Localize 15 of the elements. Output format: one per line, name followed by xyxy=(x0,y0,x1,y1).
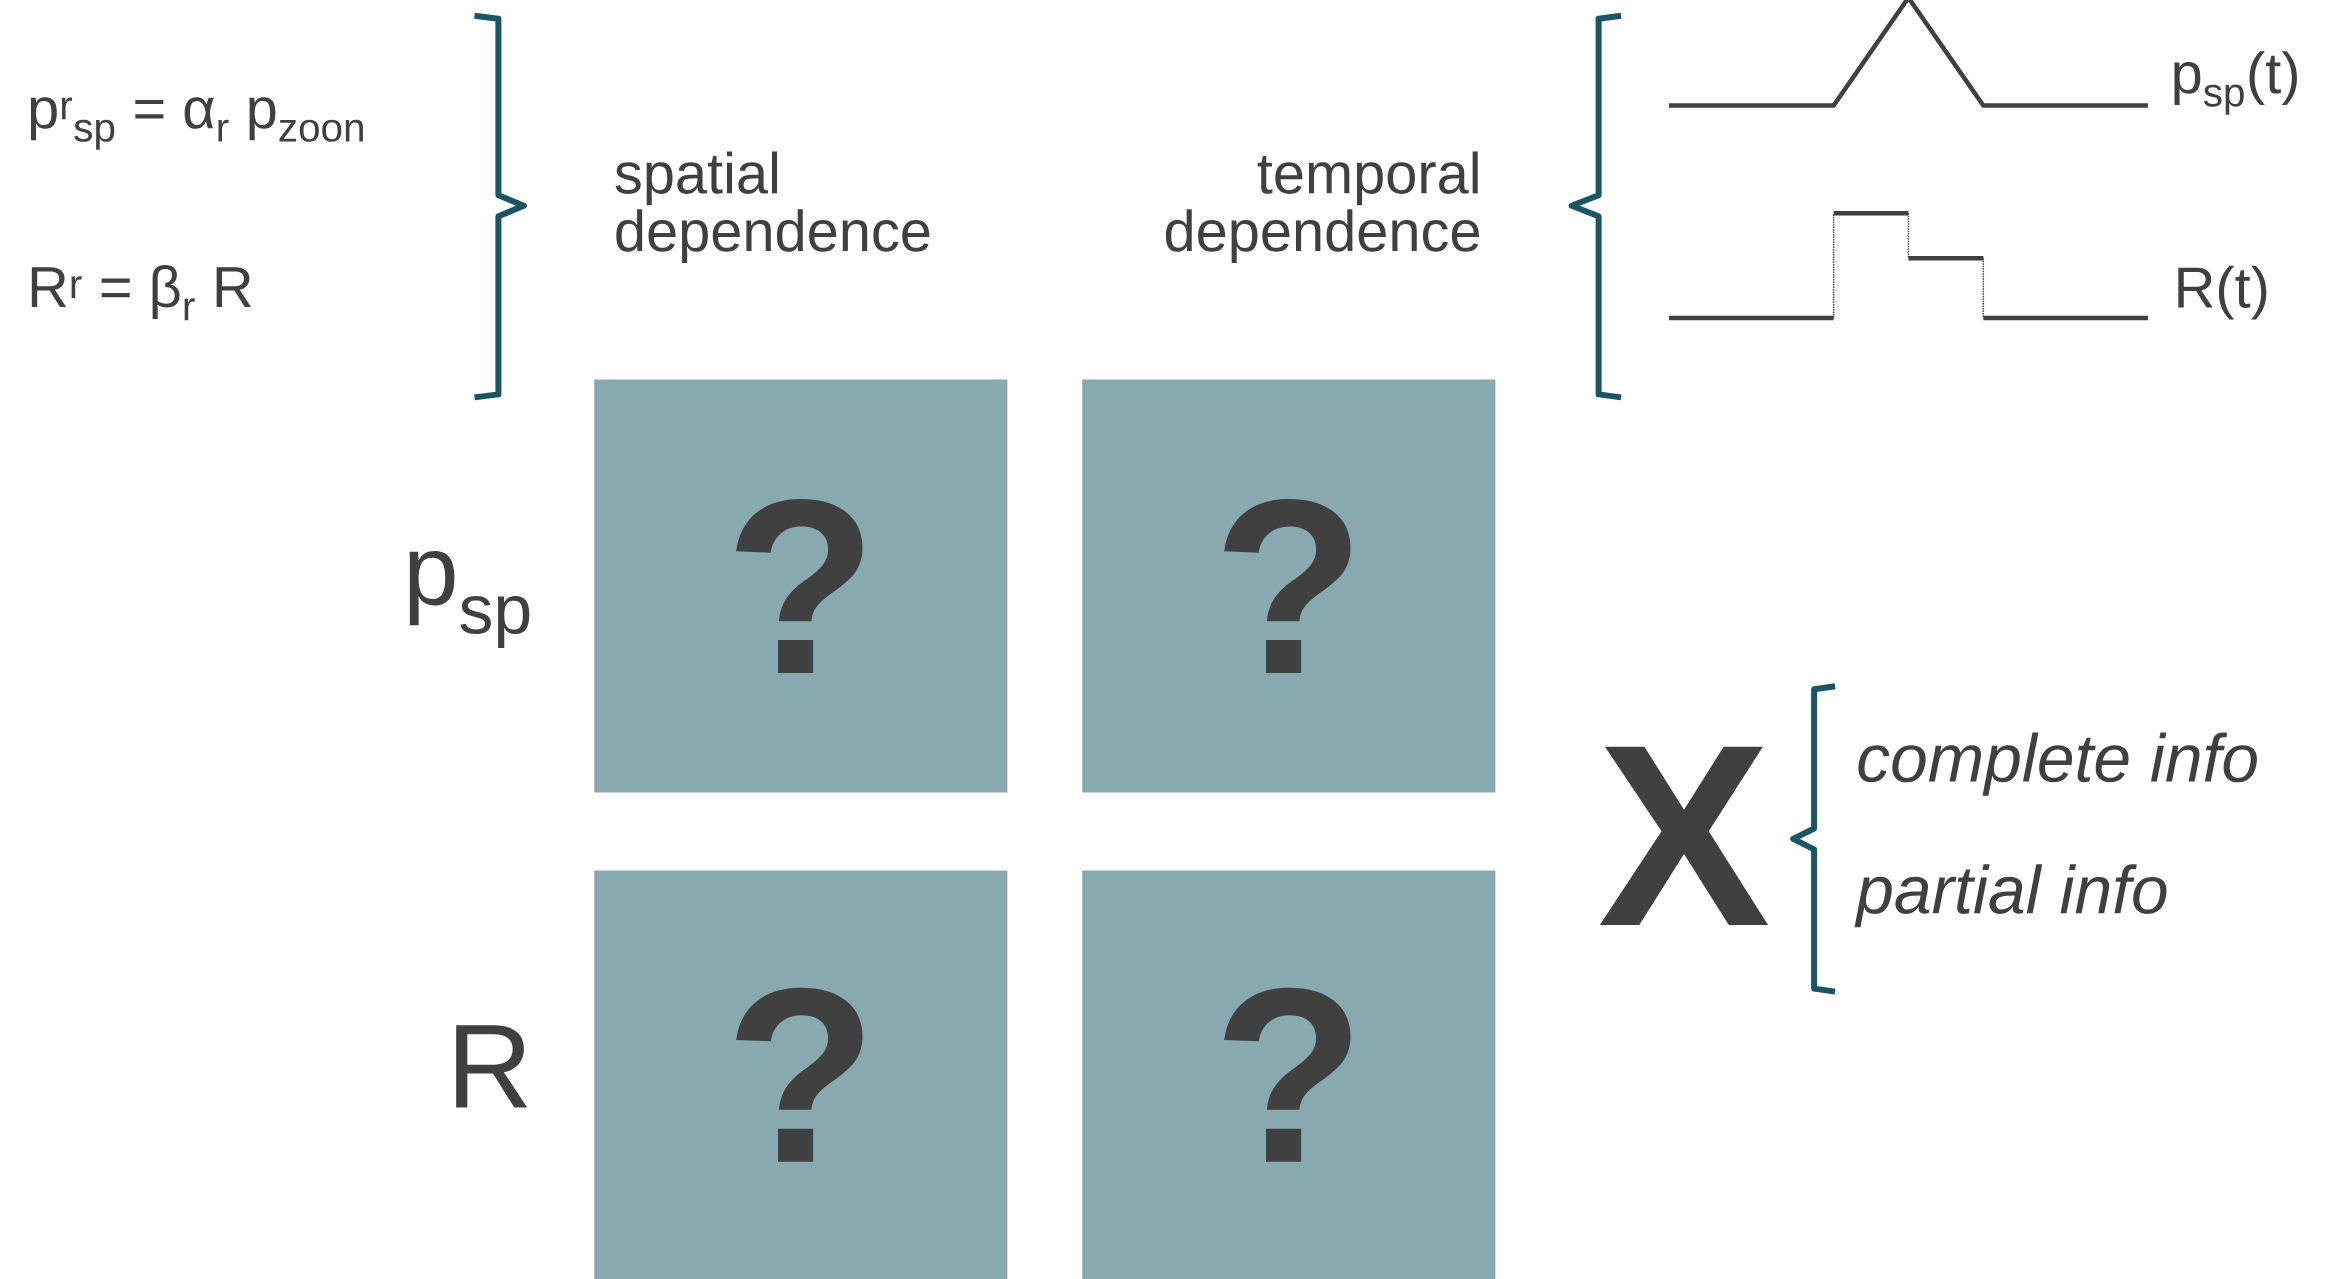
row-label: p$_{sp}$ xyxy=(409,550,530,648)
row-label: R xyxy=(456,1025,528,1108)
question-box: ? xyxy=(594,379,1008,793)
column-heading: spatial dependence xyxy=(615,151,930,264)
plot-label: p$_{sp}$(t) xyxy=(2174,51,2297,115)
option-text: complete info xyxy=(1858,732,2257,796)
formula: p$^{r}$$_{sp}$ = α$_{r}$ p$_{zoon}$ xyxy=(30,97,363,150)
plot-label: R(t) xyxy=(2178,265,2267,320)
question-box: ? xyxy=(1082,379,1496,793)
question-box: ? xyxy=(1082,870,1496,1279)
column-heading: temporal dependence xyxy=(1165,151,1479,264)
multiplier-sign: X xyxy=(1599,746,1769,925)
question-box: ? xyxy=(594,870,1008,1279)
option-text: partial info xyxy=(1854,864,2167,928)
formula: R$^{r}$ = β$_{r}$ R xyxy=(31,265,251,321)
